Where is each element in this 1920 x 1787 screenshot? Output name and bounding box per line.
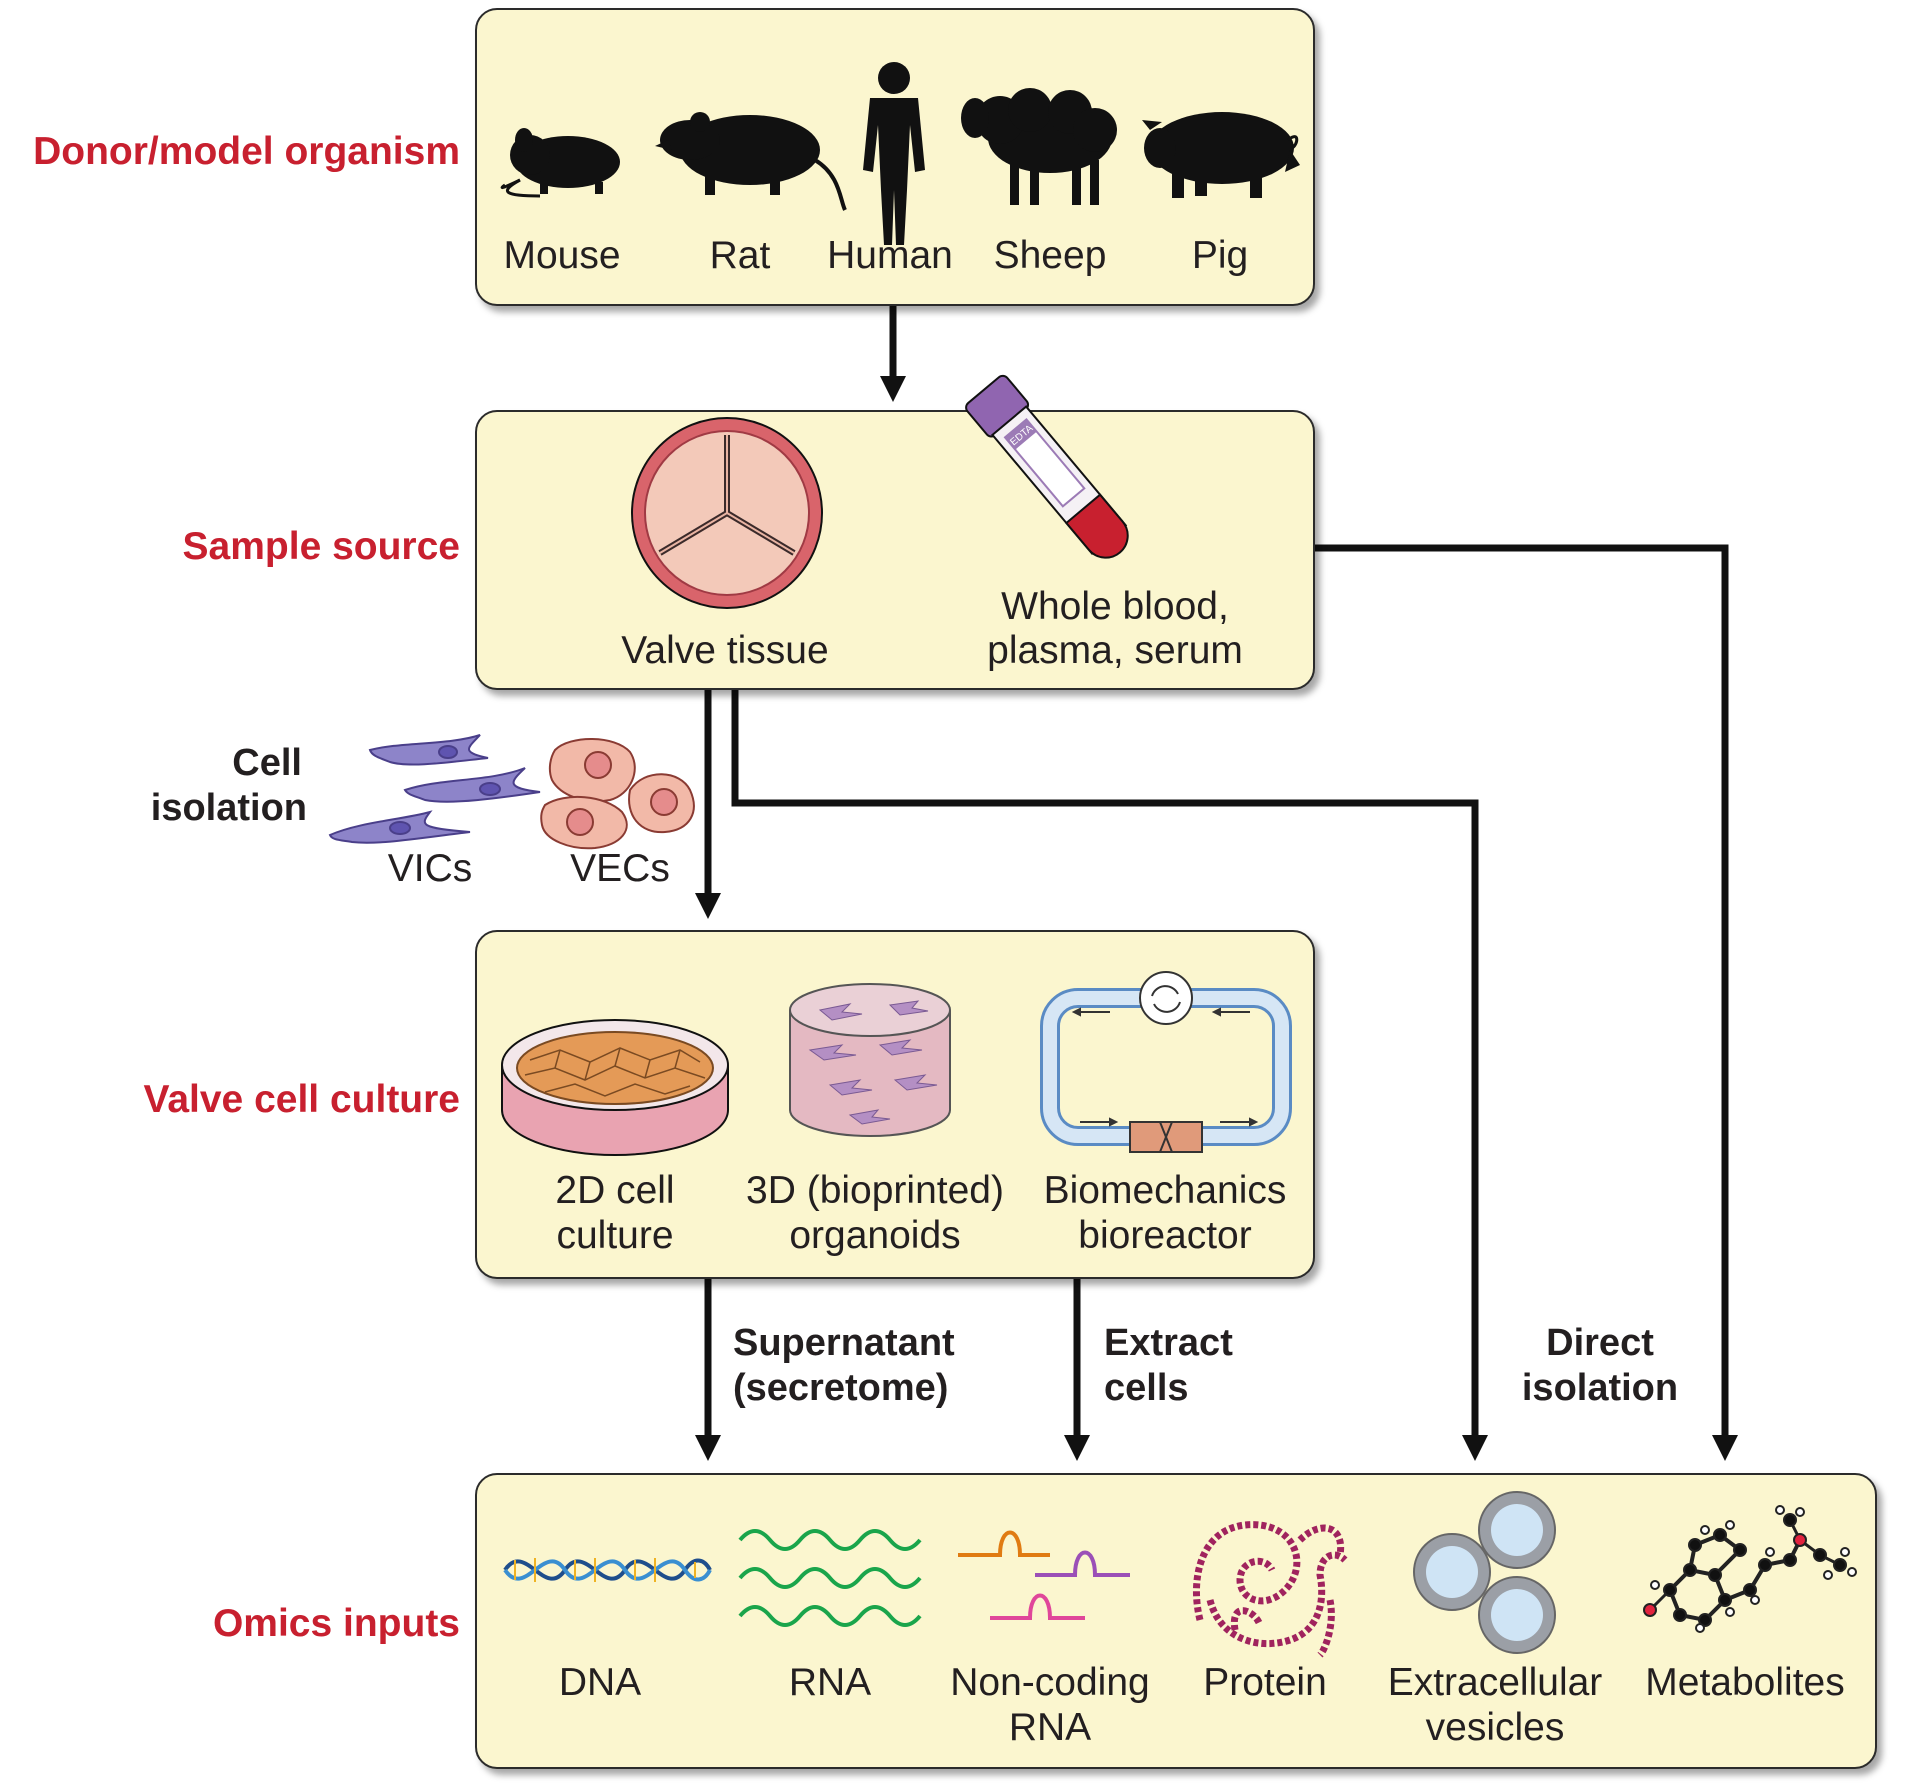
sample-label-blood-1: Whole blood, [1001,585,1229,628]
omics-label-ev-2: vesicles [1425,1706,1565,1749]
blood-tube-icon: EDTA [965,374,1129,559]
organism-label-sheep: Sheep [993,234,1107,277]
culture-label-bio-1: Biomechanics [1043,1169,1287,1212]
omics-label-metabolites: Metabolites [1645,1661,1845,1704]
flow-label-supernatant-1: Supernatant [733,1322,955,1364]
omics-label-ev-1: Extracellular [1387,1661,1603,1704]
sample-box [475,410,1315,690]
sheep-icon [961,88,1117,205]
pig-icon [1142,112,1300,198]
vic-cells-icon [328,734,541,844]
stage-label-culture: Valve cell culture [143,1078,460,1121]
stage-label-donor: Donor/model organism [33,130,460,173]
flow-label-extract-2: cells [1104,1367,1189,1409]
culture-label-3d-2: organoids [789,1214,961,1257]
omics-label-dna: DNA [558,1661,642,1704]
arrow-blood-to-metabolites [1312,544,1729,1437]
protein-icon [1192,1521,1348,1658]
ev-icon [1413,1491,1556,1654]
vec-cells-icon [540,738,695,850]
stage-label-sample: Sample source [182,525,460,568]
stage-label-omics: Omics inputs [212,1602,460,1645]
sample-label-blood-2: plasma, serum [987,629,1243,672]
omics-label-ncrna-1: Non-coding [950,1661,1150,1704]
organism-label-human: Human [827,234,953,277]
culture-label-3d-1: 3D (bioprinted) [746,1169,1004,1212]
organism-label-rat: Rat [709,234,771,277]
omics-box [475,1473,1877,1769]
arrow-sample-to-ev [731,688,1479,1437]
mouse-icon [500,128,620,198]
culture-label-2d-1: 2D cell [555,1169,675,1212]
sample-label-valve: Valve tissue [621,629,829,672]
flow-label-direct-2: isolation [1521,1367,1679,1409]
organism-label-mouse: Mouse [503,234,621,277]
rna-icon [738,1529,922,1627]
culture-label-2d-2: culture [556,1214,674,1257]
omics-label-protein: Protein [1203,1661,1327,1704]
heart-valve-icon [631,417,823,609]
cell-isolation-title-2: isolation [150,787,307,829]
cell-isolation-title-1: Cell [232,742,302,784]
flow-label-supernatant-2: (secretome) [733,1367,949,1409]
petri-dish-icon [501,1019,729,1156]
human-icon [863,62,925,245]
metabolite-icon [1643,1505,1857,1633]
vics-label: VICs [387,847,473,890]
flow-label-direct-1: Direct [1546,1322,1654,1364]
flow-label-extract-1: Extract [1104,1322,1233,1364]
omics-label-ncrna-2: RNA [1008,1706,1092,1749]
omics-label-rna: RNA [788,1661,872,1704]
organism-label-pig: Pig [1191,234,1249,277]
rat-icon [655,112,847,211]
organoid-icon [789,983,951,1137]
dna-icon [503,1558,712,1582]
culture-label-bio-2: bioreactor [1078,1214,1252,1257]
ncrna-icon [958,1530,1130,1620]
bioreactor-icon [1040,971,1292,1153]
vecs-label: VECs [570,847,670,890]
